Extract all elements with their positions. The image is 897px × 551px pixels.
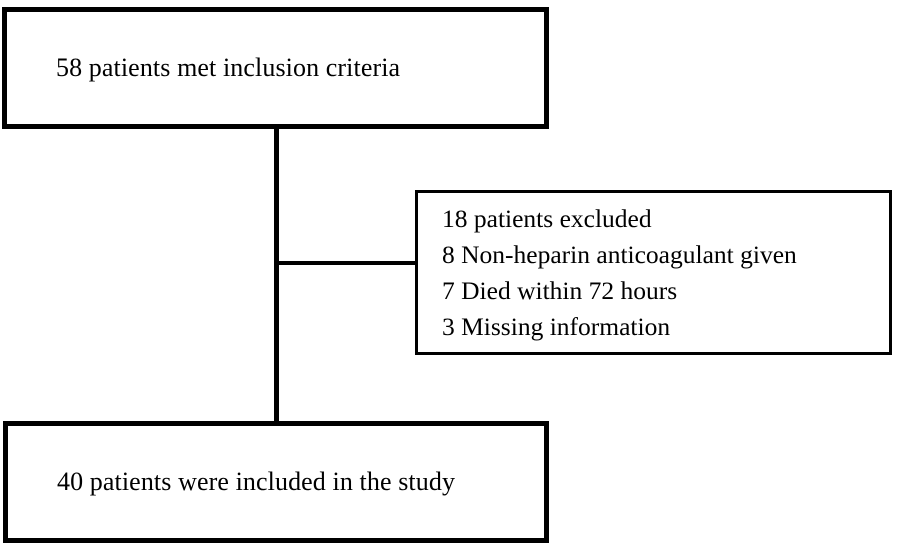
inclusion-criteria-text: 58 patients met inclusion criteria	[56, 52, 401, 82]
included-study-text: 40 patients were included in the study	[57, 466, 456, 496]
connector-vertical-trunk	[274, 128, 279, 423]
connector-horizontal-to-excluded	[276, 261, 417, 265]
excluded-reason-died-within-72-hours: 7 Died within 72 hours	[442, 275, 678, 305]
node-patients-included: 40 patients were included in the study	[3, 421, 549, 543]
node-patients-excluded: 18 patients excluded 8 Non-heparin antic…	[415, 190, 892, 355]
excluded-reason-missing-information: 3 Missing information	[442, 311, 671, 341]
node-inclusion-criteria: 58 patients met inclusion criteria	[2, 7, 549, 129]
excluded-heading-text: 18 patients excluded	[442, 203, 652, 233]
excluded-reason-non-heparin-anticoagulant: 8 Non-heparin anticoagulant given	[442, 239, 797, 269]
